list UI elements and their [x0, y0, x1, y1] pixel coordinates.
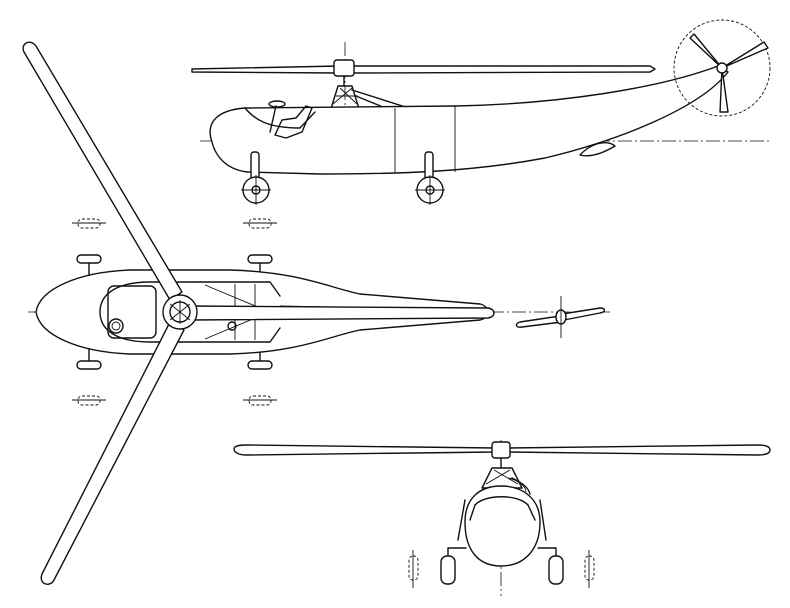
front-right-wheel: [548, 555, 564, 585]
side-front-gear-strut: [250, 151, 260, 181]
side-tail-rotor-blade: [689, 33, 723, 69]
top-view: [22, 41, 610, 585]
side-control-column: [269, 105, 277, 133]
side-tail-fairing: [579, 142, 616, 157]
front-rotor-blade-left: [233, 444, 496, 456]
side-cockpit-opening: [244, 107, 316, 129]
top-frame-bracing: [204, 284, 266, 340]
top-frame-fitting: [227, 321, 237, 331]
side-rotor-hub: [333, 59, 355, 77]
side-view: [191, 19, 771, 205]
side-rear-gear-strut: [424, 151, 434, 181]
top-rotor-blade-aft-left: [40, 321, 185, 585]
top-control-wheel: [108, 318, 124, 334]
side-pylon-bracing: [332, 87, 358, 105]
top-frame-rails: [199, 281, 281, 343]
side-control-wheel: [268, 100, 286, 108]
top-rotor-blade-forward: [22, 41, 183, 301]
side-main-rotor-blade-left: [191, 65, 341, 74]
side-fuselage: [209, 65, 729, 175]
side-tail-rotor-disc: [673, 19, 771, 117]
front-canopy-frame: [469, 504, 536, 521]
front-pylon: [481, 467, 523, 489]
top-canopy-line: [99, 281, 201, 313]
front-view: [233, 440, 771, 596]
top-tail-rotor-blade: [561, 307, 606, 321]
side-tail-rotor-blade: [719, 67, 729, 113]
front-wheel-marker: [408, 555, 419, 581]
top-cockpit-seat: [107, 285, 157, 339]
front-rotor-hub: [491, 441, 511, 459]
top-rotor-blade-aft-right: [187, 305, 495, 321]
top-canopy-line: [99, 311, 201, 343]
front-engine-pipe: [511, 477, 531, 495]
front-side-struts: [457, 499, 547, 541]
front-fuselage: [464, 485, 541, 567]
front-rotor-blade-right: [506, 444, 771, 456]
front-canopy-arc: [474, 496, 529, 506]
top-landing-gear: [76, 254, 273, 370]
side-pylon-frame: [329, 85, 361, 113]
top-control-wheel-inner: [111, 321, 121, 331]
side-main-rotor-blade-right: [349, 65, 656, 74]
top-rotor-hub-detail: [169, 300, 191, 324]
top-tail-rotor-blade: [515, 315, 563, 328]
side-tail-rotor-blade: [721, 41, 769, 69]
side-pilot-seat: [274, 105, 313, 139]
side-tail-rotor-hub: [716, 62, 728, 74]
front-gear-axles: [447, 547, 557, 557]
top-wheel-markers: [72, 218, 277, 406]
front-wheel-marker: [584, 555, 595, 581]
front-left-wheel: [440, 555, 456, 585]
